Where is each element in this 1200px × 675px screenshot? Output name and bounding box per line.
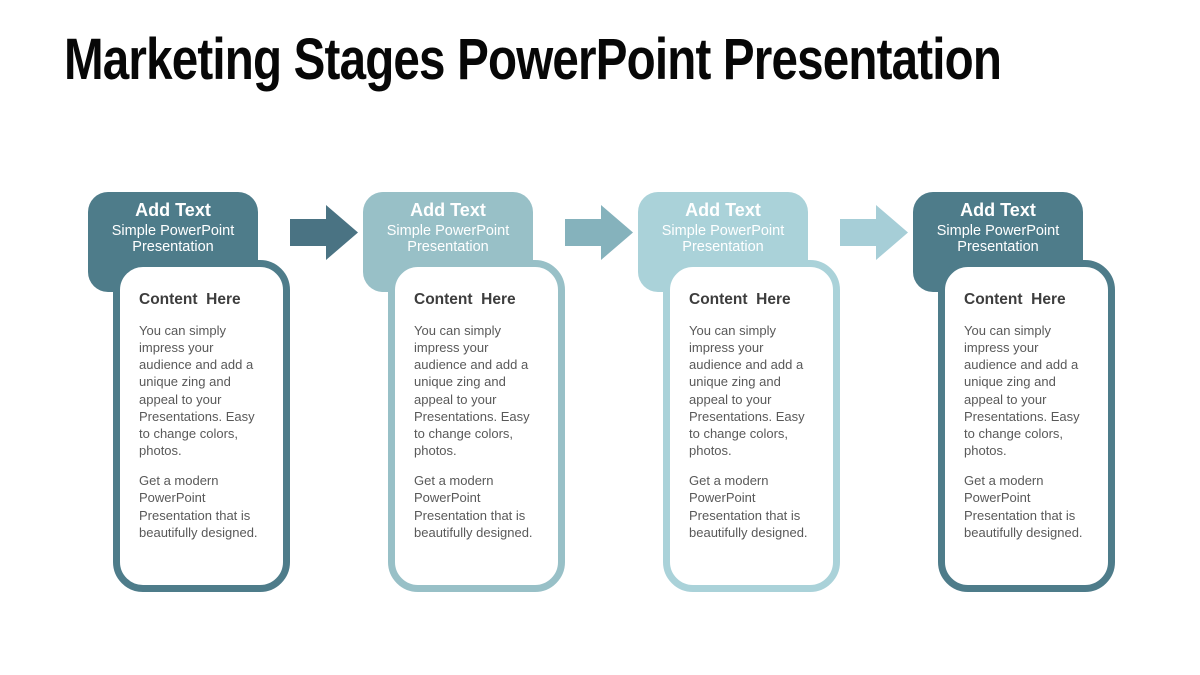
right-arrow-icon xyxy=(290,205,358,260)
flow-arrow-2 xyxy=(565,205,633,260)
flow-arrow-1 xyxy=(290,205,358,260)
stage-4-header-subtitle: Simple PowerPoint Presentation xyxy=(936,222,1060,256)
stage-4-paragraph-1: You can simply impress your audience and… xyxy=(964,323,1080,459)
stage-1-header-subtitle: Simple PowerPoint Presentation xyxy=(111,222,235,256)
right-arrow-icon xyxy=(840,205,908,260)
stage-3-header-subtitle: Simple PowerPoint Presentation xyxy=(661,222,785,256)
stage-2-content-card: Content Here You can simply impress your… xyxy=(388,260,565,592)
stage-1: Add Text Simple PowerPoint Presentation … xyxy=(88,192,363,597)
stage-1-paragraph-2: Get a modern PowerPoint Presentation tha… xyxy=(139,473,258,540)
stage-4: Add Text Simple PowerPoint Presentation … xyxy=(913,192,1188,597)
stage-1-paragraph-1: You can simply impress your audience and… xyxy=(139,323,255,459)
stage-1-content-card: Content Here You can simply impress your… xyxy=(113,260,290,592)
stage-2-header-title: Add Text xyxy=(410,200,486,220)
stage-2-header-subtitle: Simple PowerPoint Presentation xyxy=(386,222,510,256)
stage-2-paragraph-1: You can simply impress your audience and… xyxy=(414,323,530,459)
stage-3-header-title: Add Text xyxy=(685,200,761,220)
right-arrow-icon xyxy=(565,205,633,260)
stage-4-paragraph-2: Get a modern PowerPoint Presentation tha… xyxy=(964,473,1083,540)
stage-3-paragraph-1: You can simply impress your audience and… xyxy=(689,323,805,459)
stage-4-header-title: Add Text xyxy=(960,200,1036,220)
stage-3-content-card: Content Here You can simply impress your… xyxy=(663,260,840,592)
stage-2-paragraph-2: Get a modern PowerPoint Presentation tha… xyxy=(414,473,533,540)
slide-title: Marketing Stages PowerPoint Presentation xyxy=(64,27,1002,92)
stage-4-content-card: Content Here You can simply impress your… xyxy=(938,260,1115,592)
stage-3: Add Text Simple PowerPoint Presentation … xyxy=(638,192,913,597)
stage-3-content-title: Content Here xyxy=(689,291,791,308)
stage-4-content-title: Content Here xyxy=(964,291,1066,308)
stage-1-content-title: Content Here xyxy=(139,291,241,308)
stage-2-content-title: Content Here xyxy=(414,291,516,308)
stage-1-header-title: Add Text xyxy=(135,200,211,220)
flow-arrow-3 xyxy=(840,205,908,260)
stage-3-paragraph-2: Get a modern PowerPoint Presentation tha… xyxy=(689,473,808,540)
stage-2: Add Text Simple PowerPoint Presentation … xyxy=(363,192,638,597)
